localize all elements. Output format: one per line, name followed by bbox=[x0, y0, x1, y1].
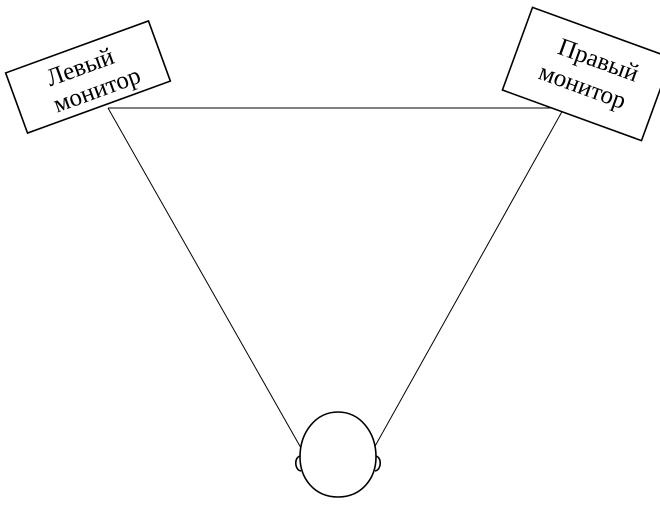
head-outline bbox=[300, 412, 376, 497]
line-left-monitor-to-listener bbox=[108, 108, 301, 448]
right-monitor: Правый монитор bbox=[502, 7, 660, 140]
listener-head bbox=[296, 412, 381, 497]
line-right-monitor-to-listener bbox=[374, 108, 564, 448]
left-monitor: Левый монитор bbox=[6, 21, 171, 133]
